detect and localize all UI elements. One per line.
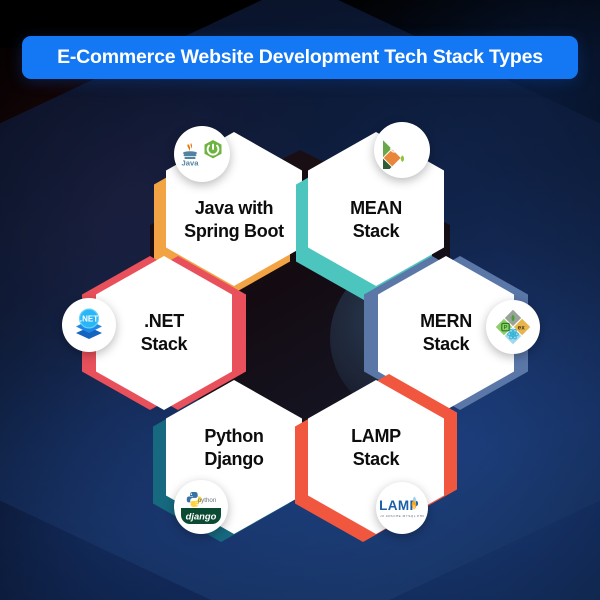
- svg-text:LINUX APACHE MYSQL PHP: LINUX APACHE MYSQL PHP: [380, 514, 424, 518]
- svg-text:python: python: [198, 497, 217, 504]
- page-title: E-Commerce Website Development Tech Stac…: [57, 46, 543, 68]
- svg-text:ex: ex: [518, 324, 526, 331]
- title-bar: E-Commerce Website Development Tech Stac…: [22, 36, 578, 79]
- mern-stack-icon: ex P: [486, 300, 540, 354]
- svg-text:Java: Java: [182, 158, 200, 167]
- svg-text:django: django: [186, 511, 217, 522]
- svg-text:.NET: .NET: [80, 315, 98, 324]
- mean-stack-icon: E A: [374, 122, 430, 178]
- svg-text:A: A: [408, 153, 413, 160]
- svg-text:LAMP: LAMP: [380, 498, 419, 513]
- java-spring-boot-icon: Java: [174, 126, 230, 182]
- lamp-stack-icon: LAMP LINUX APACHE MYSQL PHP: [376, 482, 428, 534]
- svg-text:E: E: [404, 140, 409, 147]
- svg-text:P: P: [504, 325, 508, 331]
- python-django-icon: python django: [174, 480, 228, 534]
- dotnet-icon: .NET: [62, 298, 116, 352]
